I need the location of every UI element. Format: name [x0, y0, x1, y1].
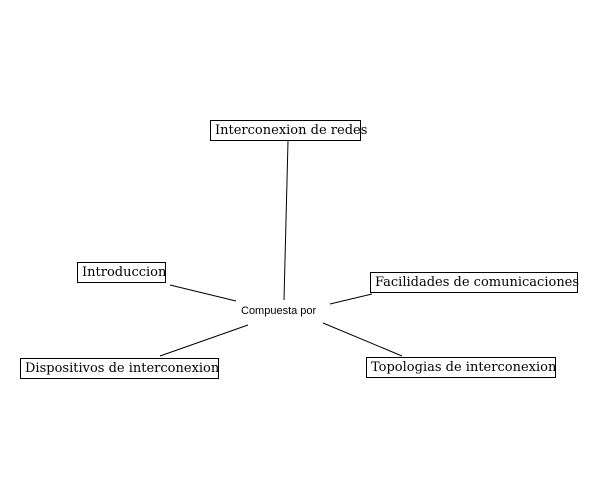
node-interconexion-de-redes: Interconexion de redes: [210, 120, 367, 141]
node-dispositivos-de-interconexion: Dispositivos de interconexion: [20, 358, 219, 379]
node-facilidades-de-comunicaciones: Facilidades de comunicaciones: [370, 272, 579, 293]
hub-label-compuesta-por: Compuesta por: [239, 304, 319, 318]
node-introduccion: Introduccion: [77, 262, 166, 283]
edge-hub-dispositivos: [159, 324, 249, 357]
edge-hub-topologias: [322, 322, 403, 357]
node-topologias-de-interconexion: Topologias de interconexion: [366, 357, 556, 378]
edge-hub-facilidades: [329, 293, 373, 305]
edge-hub-interconexion: [283, 140, 289, 301]
edge-hub-introduccion: [169, 284, 237, 302]
